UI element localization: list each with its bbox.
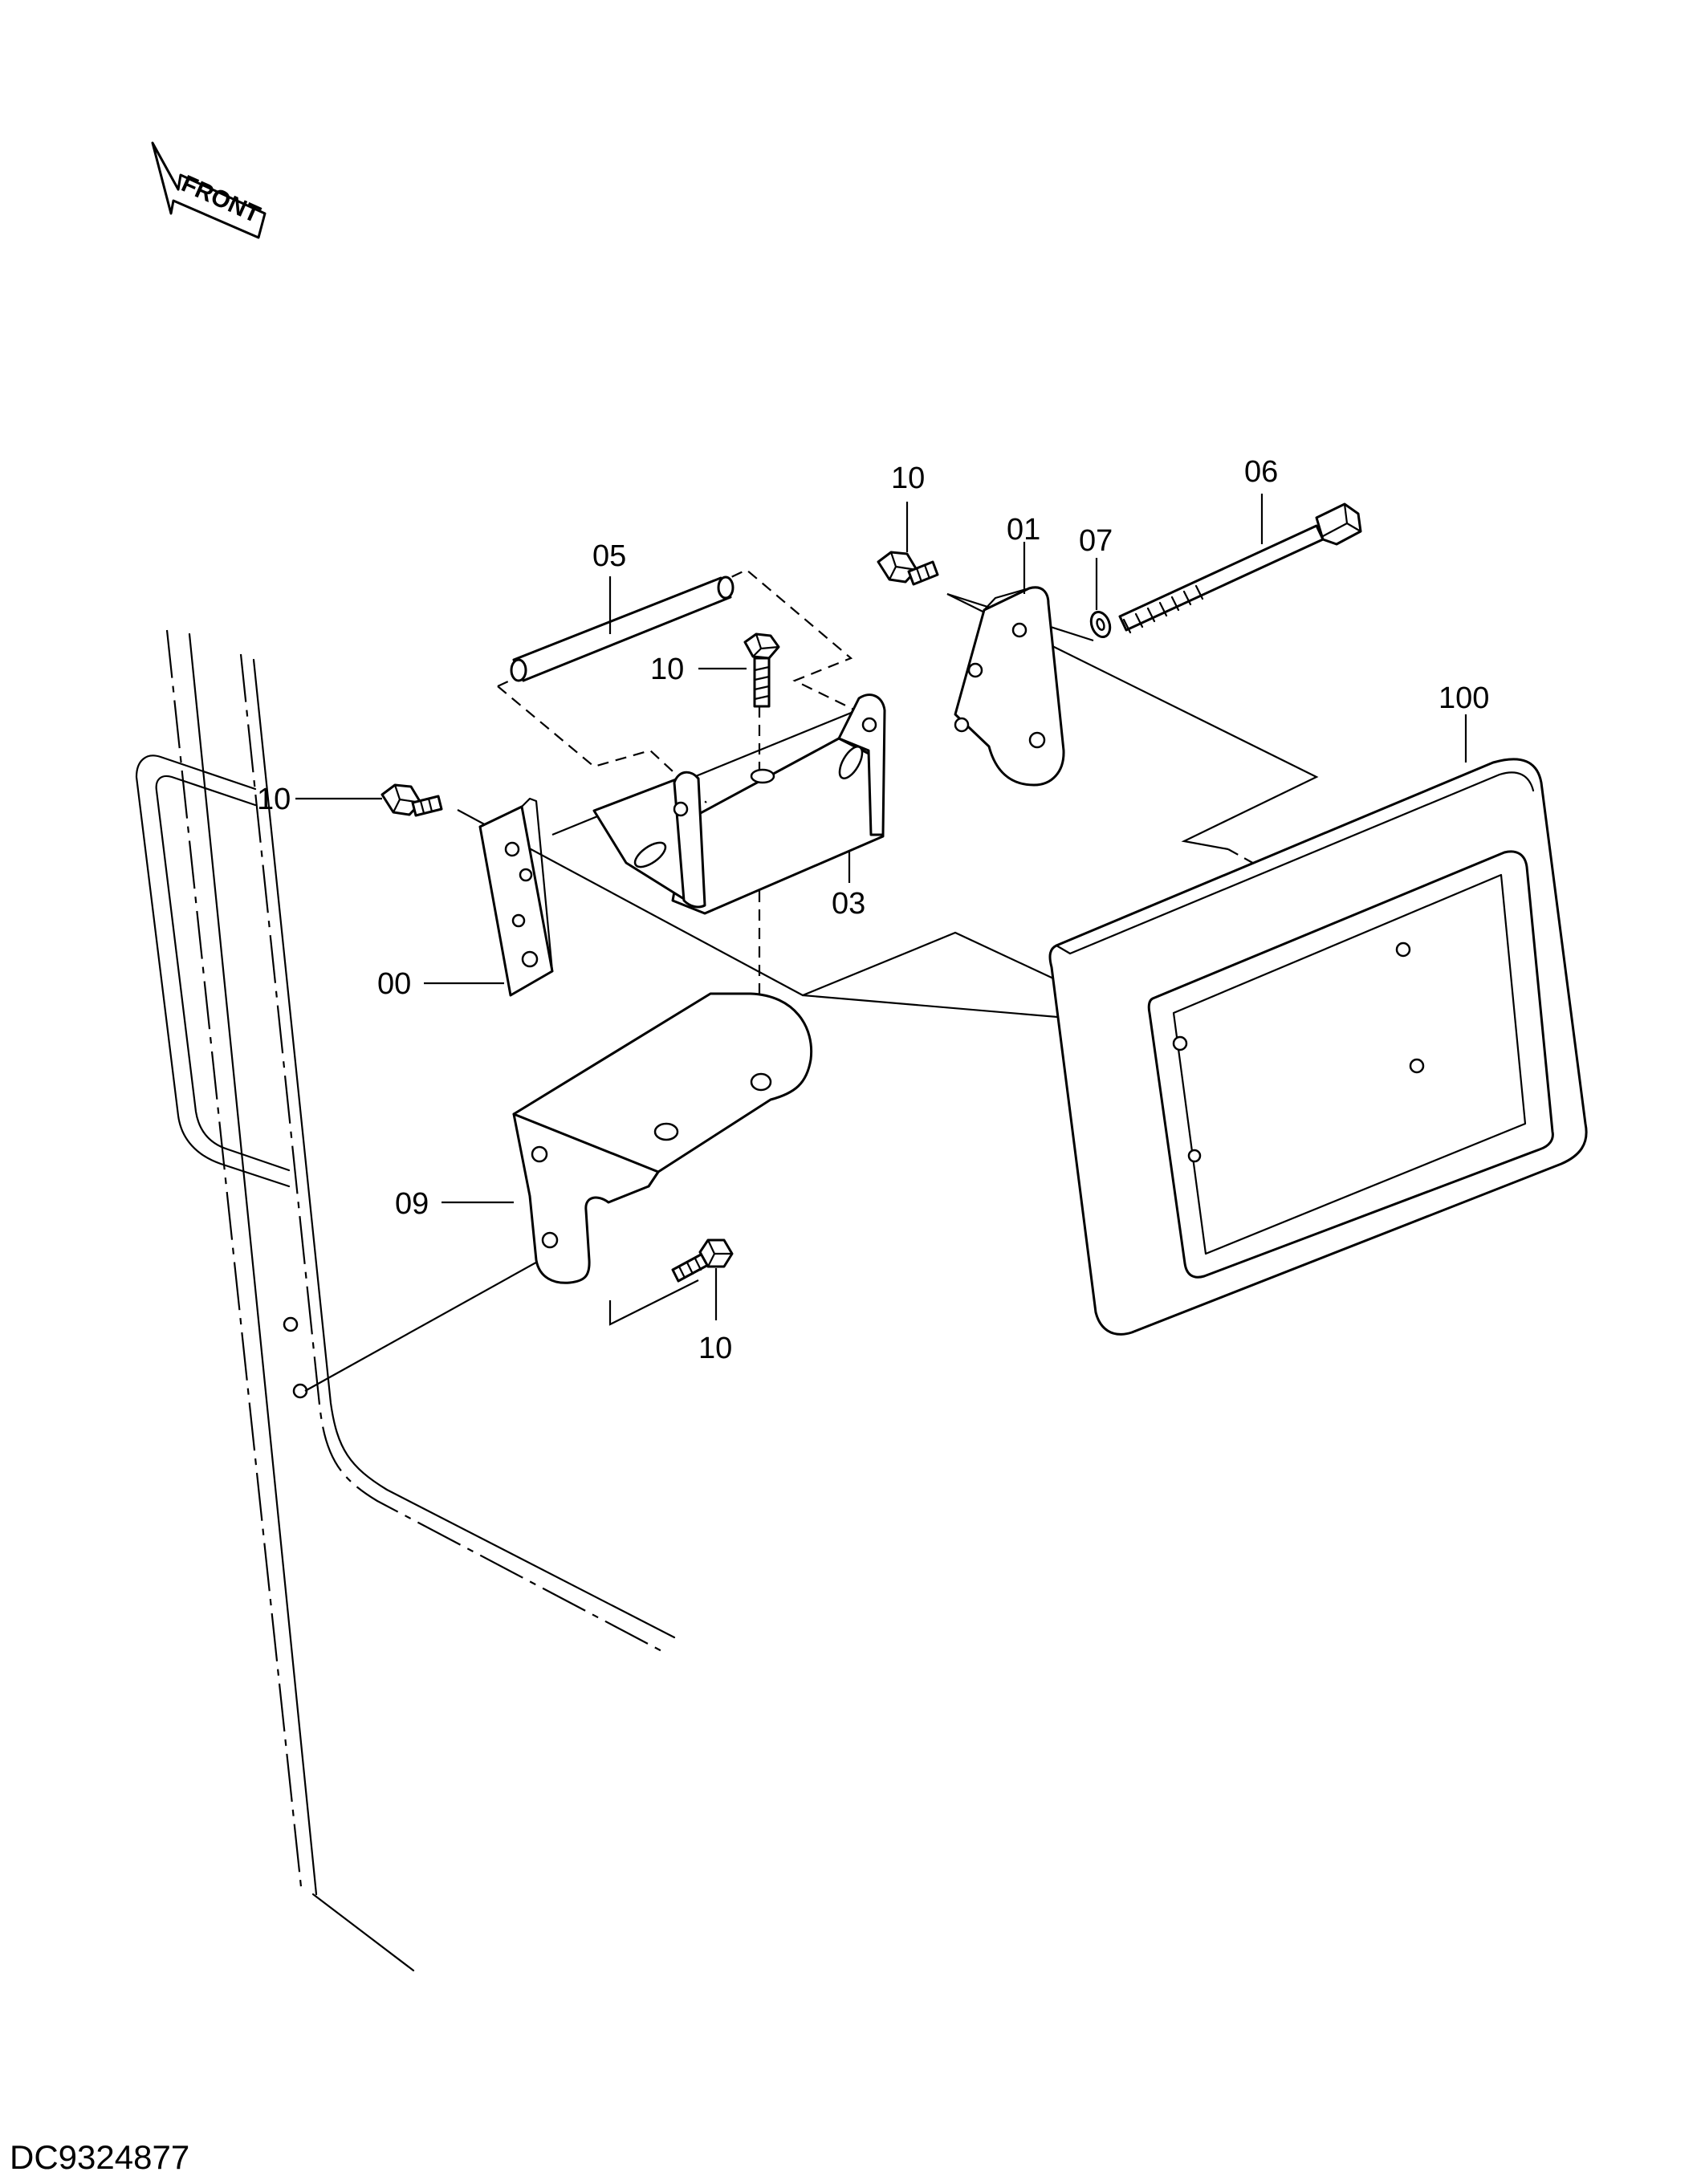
part-100-screen (1048, 758, 1588, 1336)
callout-leaders (295, 494, 1467, 1320)
callout-label: 09 (395, 1187, 429, 1221)
part-01-side-plate (954, 586, 1065, 787)
part-10-bolt-bottom (671, 1238, 734, 1283)
cab-frame (135, 629, 676, 1972)
callout-label: 100 (1439, 681, 1489, 715)
part-10-bolt-left (380, 783, 443, 817)
part-09-l-bracket (512, 992, 813, 1284)
part-10-bolt-top-right (877, 551, 939, 586)
callout-label: 05 (592, 539, 626, 573)
part-06-bolt (1118, 502, 1362, 634)
callout-label: 10 (891, 462, 925, 495)
callout-label: 10 (257, 783, 291, 816)
callout-label: 06 (1244, 455, 1278, 489)
callout-label: 07 (1079, 524, 1113, 558)
part-00-flat-bar (478, 797, 554, 997)
part-07-washer (1089, 611, 1112, 638)
callout-label: 00 (377, 967, 411, 1001)
callout-label: 10 (698, 1332, 732, 1365)
front-direction-arrow-icon: FRONT (151, 141, 267, 239)
part-03-u-bracket (592, 693, 886, 915)
part-10-bolt-vertical (743, 632, 780, 708)
callout-label: 10 (650, 653, 684, 686)
callout-label: 03 (832, 887, 865, 921)
callout-label: 01 (1007, 513, 1040, 547)
document-id: DC9324877 (10, 2138, 189, 2176)
callout-labels: 10 06 01 07 05 10 100 10 03 00 09 10 (257, 455, 1489, 1365)
